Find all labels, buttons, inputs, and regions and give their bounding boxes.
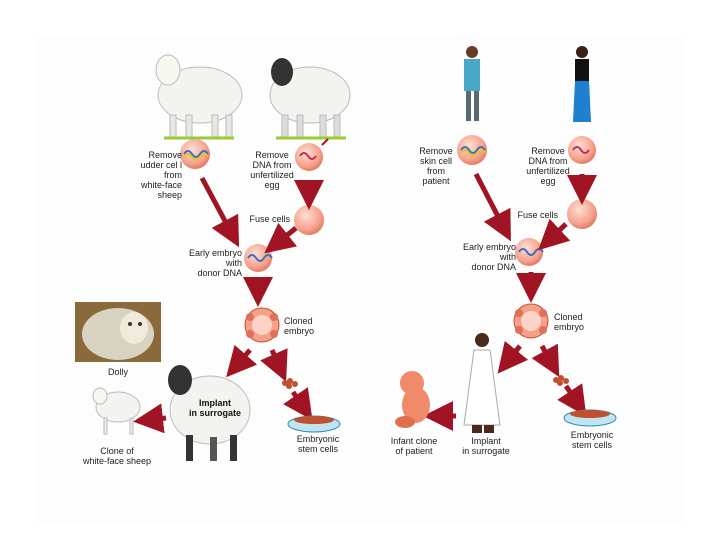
skin-cell-icon [457,135,487,165]
surrogate-sheep-icon [168,365,251,461]
empty-egg-cell-icon [294,205,324,235]
human-implant-label: Implant in surrogate [462,436,510,456]
fuse-cells-label: Fuse cells [249,214,290,224]
clone-sheep-icon [92,387,141,435]
empty-donor-egg-icon [567,199,597,229]
white-face-sheep-icon [155,54,243,140]
dolly-photo [75,302,161,362]
female-donor-icon [573,46,591,122]
human-cloned-embryo-icon [513,303,549,339]
male-patient-icon [464,46,480,121]
remove-dna-label: Remove DNA from unfertilized egg [250,150,294,190]
right-process-arrows [423,172,597,431]
infant-icon [395,371,430,428]
human-early-embryo-label: Early embryo with donor DNA [462,242,516,272]
clone-label: Clone of white-face sheep [82,446,152,466]
human-remove-dna-label: Remove DNA from unfertilized egg [526,146,570,186]
black-face-sheep-icon [269,58,351,140]
udder-cell-icon [180,139,210,169]
stem-cells-label: Embryonic stem cells [296,434,340,454]
embryo-cluster-icon [282,378,298,389]
cloned-embryo-label: Cloned embryo [284,316,315,336]
human-stem-cells-label: Embryonic stem cells [570,430,614,450]
human-petri-dish-icon [563,409,617,427]
implant-label: Implant in surrogate [188,398,241,418]
surrogate-woman-icon [463,333,501,433]
dolly-label: Dolly [107,367,128,377]
skin-cell-label: Remove skin cell from patient [419,146,453,186]
petri-dish-icon [287,415,341,433]
infant-clone-label: Infant clone of patient [390,436,438,456]
human-cloned-embryo-label: Cloned embryo [554,312,585,332]
udder-cell-label: Remove udder cel l from white-face sheep [140,150,182,200]
cloned-embryo-icon [244,307,280,343]
early-embryo-label: Early embryo with donor DNA [188,248,242,278]
human-embryo-cluster-icon [553,375,569,386]
left-process-arrows [133,176,324,434]
human-fuse-cells-label: Fuse cells [517,210,558,220]
human-early-embryo-icon [515,238,543,266]
